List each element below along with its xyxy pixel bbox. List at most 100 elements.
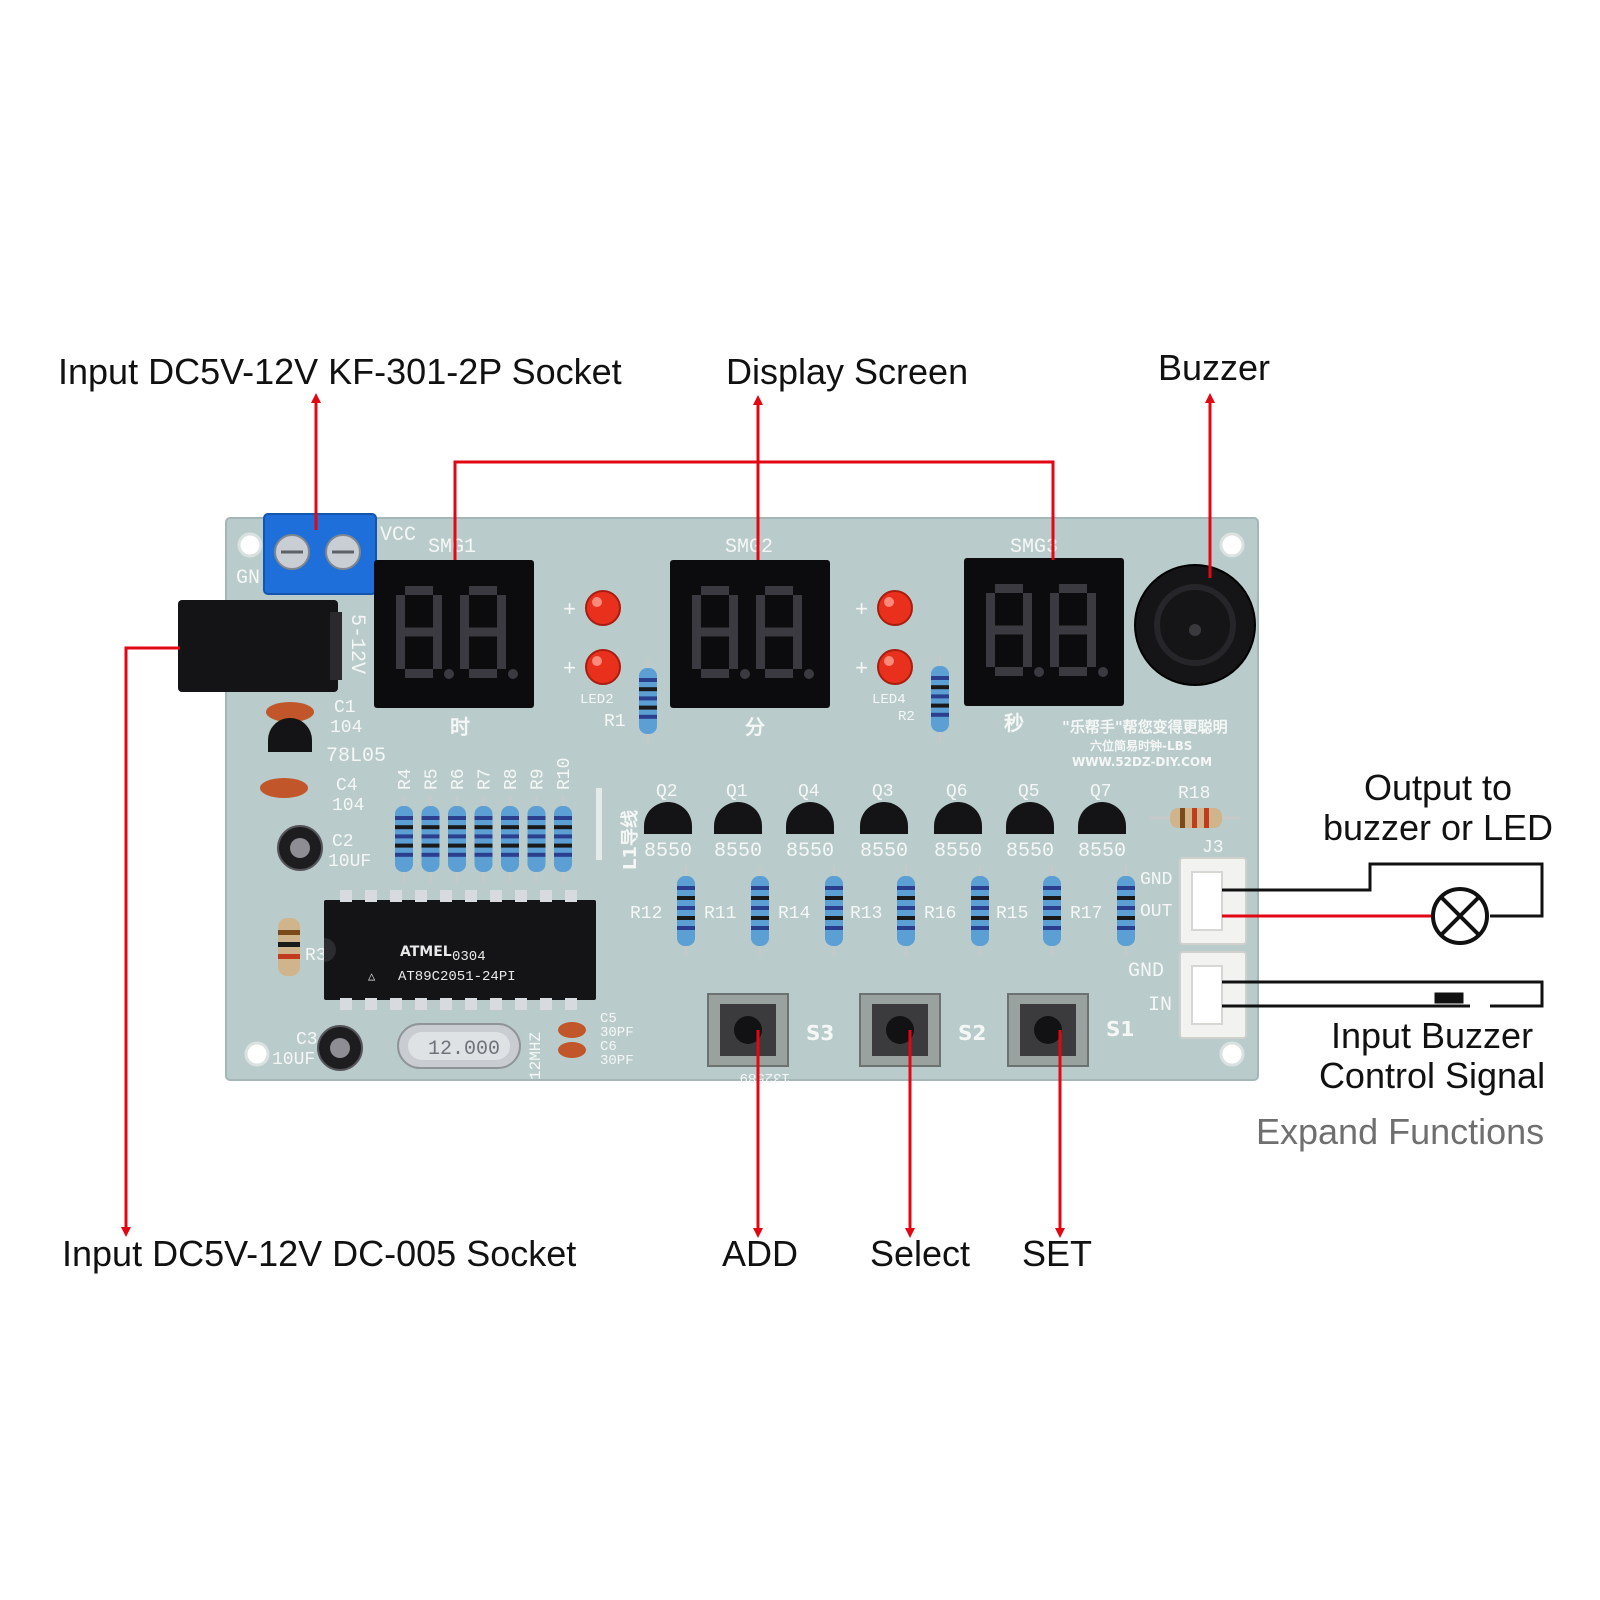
mount-hole: [1219, 532, 1245, 558]
callout-expand-functions: Expand Functions: [1256, 1111, 1545, 1152]
regulator-78l05: [268, 718, 312, 752]
silk-s1: S1: [1106, 1017, 1134, 1041]
chip-date: 0304: [452, 949, 486, 965]
silk-transistor-type: 8550: [786, 840, 834, 863]
silk-smg1: SMG1: [428, 536, 476, 559]
silk-serial: 132589: [740, 1069, 790, 1085]
transistor-q7: [1078, 802, 1126, 834]
silk-r6: R6: [449, 768, 469, 790]
capacitor-c4: [260, 778, 308, 798]
crystal-oscillator: [397, 1023, 521, 1069]
transistor-q2: [644, 802, 692, 834]
silk-brand-line1: "乐帮手"帮您变得更聪明: [1062, 718, 1228, 736]
button-s1[interactable]: [1007, 993, 1089, 1067]
silk-transistor-type: 8550: [1078, 840, 1126, 863]
silk-s2: S2: [958, 1021, 986, 1045]
mcu-pin: [390, 890, 402, 902]
digit-8: [396, 586, 454, 679]
silk-l1: L1导线: [619, 810, 641, 870]
silk-r7: R7: [476, 768, 496, 790]
transistor-q3: [860, 802, 908, 834]
silk-r3: R3: [305, 946, 327, 966]
chip-brand: ATMEL: [400, 944, 452, 960]
silk-r16: R16: [924, 904, 956, 924]
silk-78l05: 78L05: [326, 745, 386, 768]
silk-led4: LED4: [872, 692, 906, 708]
silk-transistor-type: 8550: [860, 840, 908, 863]
silk-q3: Q3: [872, 782, 894, 802]
mount-hole: [237, 532, 263, 558]
silk-j-gnd: GND: [1140, 870, 1172, 890]
silk-brand-line3: WWW.52DZ-DIY.COM: [1072, 755, 1212, 769]
mcu-pin: [515, 998, 527, 1010]
seven-segment-digits: [396, 584, 1108, 744]
capacitors-c5-c6: [558, 1022, 586, 1058]
jumper-l1: [596, 788, 602, 860]
silk-c2-value: 10UF: [328, 852, 371, 872]
svg-text:+: +: [855, 657, 868, 682]
silk-c4-value: 104: [332, 796, 364, 816]
silk-c3-value: 10UF: [272, 1050, 315, 1070]
silk-gnd: GN: [236, 567, 260, 590]
mcu-pin: [515, 890, 527, 902]
mcu-pin: [565, 890, 577, 902]
silk-q1: Q1: [726, 782, 748, 802]
led-pair-2: + +: [855, 590, 913, 685]
silk-r18: R18: [1178, 784, 1210, 804]
silk-c5-value: 30PF: [600, 1025, 634, 1041]
dc005-barrel-jack: [178, 600, 342, 692]
silk-second: 秒: [1004, 711, 1024, 735]
resistor-r10: [554, 796, 572, 882]
mcu-pin: [365, 998, 377, 1010]
silk-r10: R10: [555, 758, 575, 790]
mount-hole: [244, 1041, 270, 1067]
silk-minute: 分: [745, 715, 765, 739]
silk-c2: C2: [332, 832, 354, 852]
silk-j-out: OUT: [1140, 902, 1173, 922]
mcu-pin: [490, 998, 502, 1010]
mcu-pin: [490, 890, 502, 902]
silk-transistor-type: 8550: [1006, 840, 1054, 863]
mcu-pin: [465, 890, 477, 902]
connector-input: [1179, 951, 1247, 1039]
silk-q4: Q4: [798, 782, 820, 802]
crystal-value: 12.000: [428, 1038, 500, 1061]
silk-c3: C3: [296, 1030, 318, 1050]
silk-r9: R9: [529, 768, 549, 790]
transistor-row: Q28550Q18550Q48550Q38550Q68550Q58550Q785…: [644, 782, 1126, 863]
digit-8: [1050, 584, 1108, 677]
silk-c6: C6: [600, 1039, 617, 1055]
button-s2[interactable]: [859, 993, 941, 1067]
svg-text:+: +: [563, 598, 576, 623]
mcu-pin: [540, 998, 552, 1010]
callout-buzzer: Buzzer: [1158, 347, 1271, 388]
silk-r11: R11: [704, 904, 736, 924]
mcu-pin: [340, 998, 352, 1010]
digit-8: [986, 584, 1044, 677]
silk-r5: R5: [423, 768, 443, 790]
silk-smg3: SMG3: [1010, 536, 1058, 559]
silk-r13: R13: [850, 904, 882, 924]
silk-crystal-freq: 12MHZ: [527, 1032, 545, 1080]
silk-j3: J3: [1202, 838, 1224, 858]
transistor-q4: [786, 802, 834, 834]
silk-r8: R8: [502, 768, 522, 790]
resistor-r9: [527, 796, 546, 882]
resistor-r7: [474, 796, 493, 882]
mcu-pin: [540, 890, 552, 902]
mcu-pin: [365, 890, 377, 902]
silk-s3: S3: [806, 1021, 834, 1045]
silk-q6: Q6: [946, 782, 968, 802]
callout-input-signal: Input Buzzer Control Signal: [1318, 1015, 1546, 1096]
digit-8: [460, 586, 518, 679]
button-s3[interactable]: [707, 993, 789, 1067]
kf301-terminal-block: [263, 513, 377, 595]
silk-j-in: IN: [1148, 994, 1172, 1017]
silk-r4: R4: [396, 768, 416, 790]
callout-display-screen: Display Screen: [726, 351, 969, 392]
silk-led2: LED2: [580, 692, 614, 708]
silk-c1: C1: [334, 698, 356, 718]
mcu-pins: [340, 890, 577, 1010]
